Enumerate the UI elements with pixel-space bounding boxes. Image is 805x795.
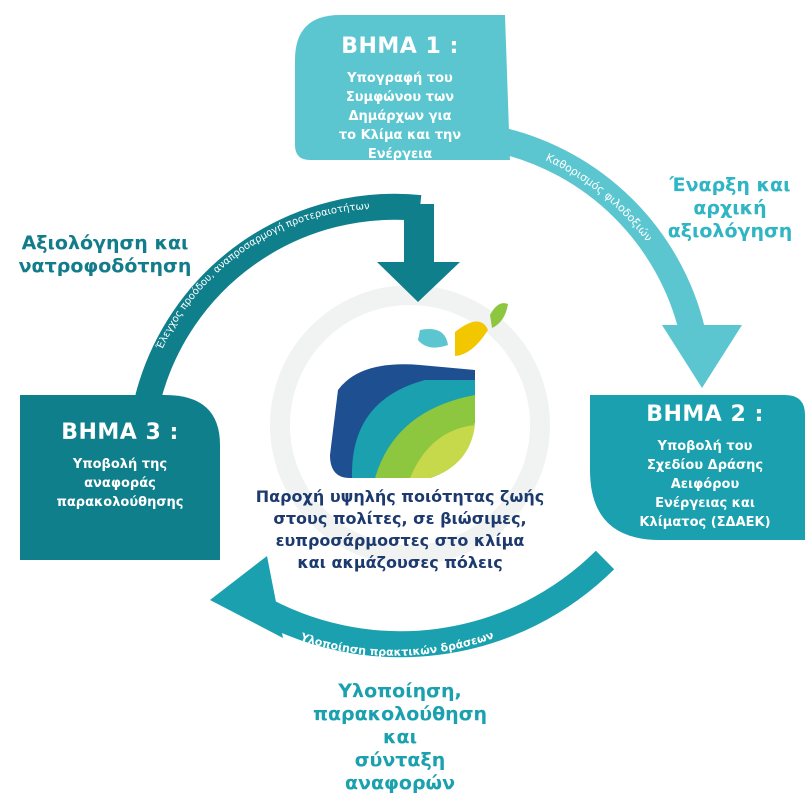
arrow-stem-left [404, 204, 434, 266]
step3-box [20, 395, 220, 560]
phase-evaluation-label: Αξιολόγηση και νατροφοδότηση [18, 232, 192, 277]
arrow-head-left [377, 262, 460, 302]
arrow-head-right [662, 325, 742, 388]
cycle-diagram: Καθορισμός φιλοδοξιών Υλοποίηση πρακτικώ… [20, 15, 805, 659]
center-goal-text: Παροχή υψηλής ποιότητας ζωής στους πολίτ… [255, 487, 545, 572]
arrow-head-bottom [210, 556, 283, 638]
step1-box [295, 15, 510, 160]
step2-box [590, 395, 805, 540]
covenant-logo-icon [330, 303, 508, 478]
step2: ΒΗΜΑ 2 : Υποβολή του Σχεδίου Δράσης Αειφ… [610, 402, 800, 532]
step1-description: Υπογραφή του Συμφώνου των Δημάρχων για τ… [338, 71, 462, 162]
arrow-band-bottom [248, 550, 615, 658]
step2-title: ΒΗΜΑ 2 : [646, 402, 764, 427]
arrow-band-left [135, 193, 422, 402]
step3: ΒΗΜΑ 3 : Υποβολή της αναφοράς παρακολούθ… [30, 420, 210, 512]
step1-title: ΒΗΜΑ 1 : [341, 34, 459, 59]
phase-start-label: Έναρξη και αρχική αξιολόγηση [667, 174, 793, 242]
step3-description: Υποβολή της αναφοράς παρακολούθησης [56, 457, 184, 510]
arrow-band-right [496, 127, 705, 334]
background-ring [270, 285, 550, 565]
step1: ΒΗΜΑ 1 : Υπογραφή του Συμφώνου των Δημάρ… [300, 34, 500, 164]
phase-implementation-label: Υλοποίηση, παρακολούθηση και σύνταξη ανα… [312, 680, 488, 794]
step2-description: Υποβολή του Σχεδίου Δράσης Αειφόρου Ενέρ… [639, 439, 771, 530]
step3-title: ΒΗΜΑ 3 : [61, 420, 179, 445]
